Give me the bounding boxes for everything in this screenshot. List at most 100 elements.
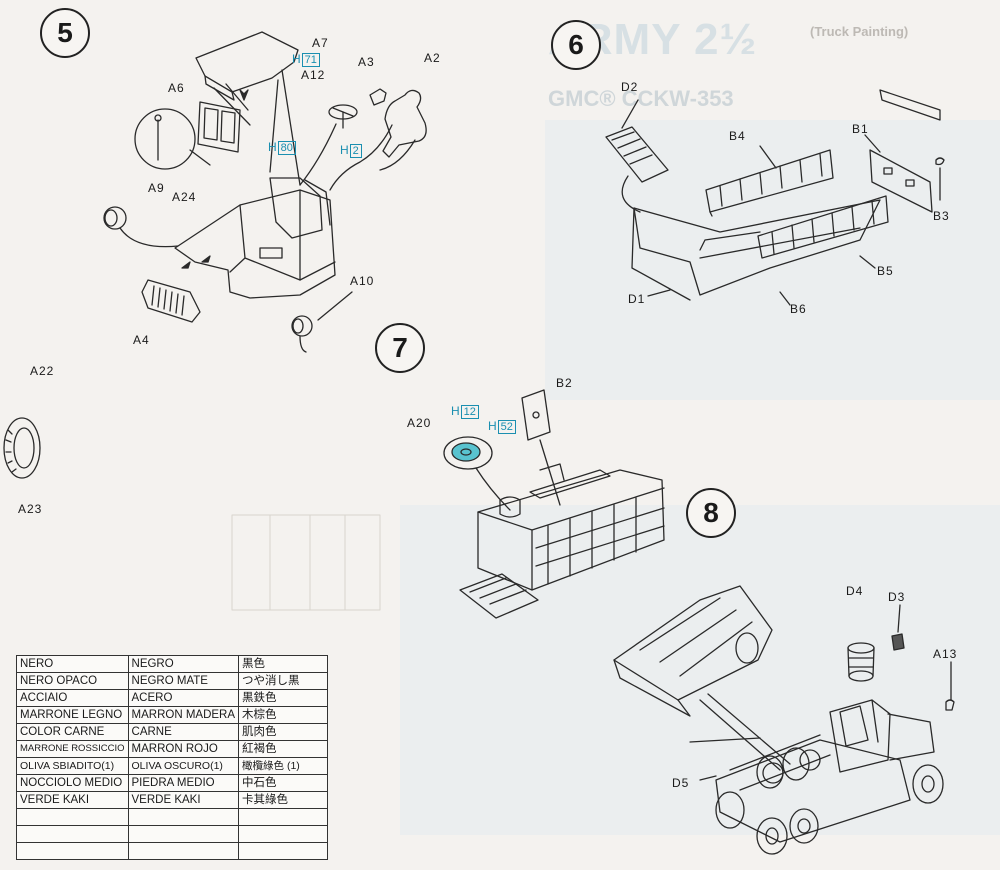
paint-name-spanish: MARRON MADERA xyxy=(127,706,240,724)
part-dump-bed xyxy=(613,585,791,771)
part-truck-chassis xyxy=(689,699,935,843)
paint-name-italian: COLOR CARNE xyxy=(16,723,129,741)
label-a6: A6 xyxy=(168,81,185,95)
label-b1: B1 xyxy=(852,122,869,136)
paint-name-italian: NERO xyxy=(16,655,129,673)
label-a20: A20 xyxy=(407,416,432,430)
part-a22-tire xyxy=(3,417,41,479)
label-b4: B4 xyxy=(729,129,746,143)
paint-table-blank-row xyxy=(16,808,329,826)
paint-name-japanese: つや消し黒 xyxy=(238,672,329,690)
part-b5-rail xyxy=(757,195,889,259)
paint-name-japanese: 卡其綠色 xyxy=(238,791,329,809)
label-a12: A12 xyxy=(301,68,326,82)
paint-name-japanese: 中石色 xyxy=(238,774,329,792)
part-a6-windshield xyxy=(197,101,241,153)
step-5-number: 5 xyxy=(40,8,90,58)
part-a7-roof xyxy=(195,31,299,93)
label-a3: A3 xyxy=(358,55,375,69)
paint-name-japanese: 木棕色 xyxy=(238,706,329,724)
label-a7: A7 xyxy=(312,36,329,50)
part-bed-assembly xyxy=(459,463,665,619)
label-b6: B6 xyxy=(790,302,807,316)
label-a24: A24 xyxy=(172,190,197,204)
step-7-number: 7 xyxy=(375,323,425,373)
bleed-panel xyxy=(545,120,1000,400)
bleed-model: GMC® CCKW-353 xyxy=(548,86,734,111)
paint-name-spanish: CARNE xyxy=(127,723,240,741)
paint-name-italian: VERDE KAKI xyxy=(16,791,129,809)
paint-name-italian: MARRONE LEGNO xyxy=(16,706,129,724)
paint-name-italian: ACCIAIO xyxy=(16,689,129,707)
label-d3: D3 xyxy=(888,590,906,604)
paint-name-spanish: NEGRO MATE xyxy=(127,672,240,690)
label-b3: B3 xyxy=(933,209,950,223)
part-b1-tailgate xyxy=(869,149,933,213)
part-d2-panel xyxy=(605,126,669,183)
paint-name-japanese: 肌肉色 xyxy=(238,723,329,741)
label-a2: A2 xyxy=(424,51,441,65)
part-a13 xyxy=(945,699,955,711)
label-a4: A4 xyxy=(133,333,150,347)
part-b3 xyxy=(935,157,945,166)
part-d1-bed xyxy=(631,199,881,301)
paint-name-spanish: ACERO xyxy=(127,689,240,707)
paint-name-japanese: 紅褐色 xyxy=(238,740,329,758)
bleed-note: (Truck Painting) xyxy=(810,24,909,39)
part-b2 xyxy=(521,389,551,441)
paint-table-blank-row xyxy=(16,842,329,860)
step-6-number: 6 xyxy=(551,20,601,70)
part-a24-cab xyxy=(174,177,336,299)
paint-name-italian: OLIVA SBIADITO(1) xyxy=(16,757,129,775)
paint-name-spanish: VERDE KAKI xyxy=(127,791,240,809)
part-b4-rail xyxy=(705,149,834,217)
label-a13: A13 xyxy=(933,647,958,661)
paint-name-spanish: PIEDRA MEDIO xyxy=(127,774,240,792)
part-a3 xyxy=(369,88,387,106)
paint-name-spanish: MARRON ROJO xyxy=(127,740,240,758)
paint-name-italian: NOCCIOLO MEDIO xyxy=(16,774,129,792)
step-8-number: 8 xyxy=(686,488,736,538)
paint-name-japanese: 黒色 xyxy=(238,655,329,673)
paint-table-row: OLIVA SBIADITO(1)OLIVA OSCURO(1)橄欖綠色 (1) xyxy=(16,757,329,775)
part-a10-headlight xyxy=(291,315,313,337)
part-a12-steering xyxy=(328,104,358,129)
part-a4-grille xyxy=(141,279,201,323)
label-b2: B2 xyxy=(556,376,573,390)
part-a9-headlight xyxy=(103,206,127,230)
part-d3 xyxy=(891,633,905,651)
label-b5: B5 xyxy=(877,264,894,278)
truck-wheels xyxy=(715,747,944,855)
label-a23: A23 xyxy=(18,502,43,516)
label-d2: D2 xyxy=(621,80,639,94)
part-d4-drum xyxy=(847,642,875,682)
label-a22: A22 xyxy=(30,364,55,378)
label-d4: D4 xyxy=(846,584,864,598)
paint-table-blank-row xyxy=(16,825,329,843)
label-d1: D1 xyxy=(628,292,646,306)
label-a10: A10 xyxy=(350,274,375,288)
paint-name-spanish: OLIVA OSCURO(1) xyxy=(127,757,240,775)
part-a2-driver xyxy=(382,89,427,158)
part-a20-spare xyxy=(443,436,493,470)
paint-name-italian: MARRONE ROSSICCIO xyxy=(16,740,129,758)
paint-name-spanish: NEGRO xyxy=(127,655,240,673)
paint-name-italian: NERO OPACO xyxy=(16,672,129,690)
label-a9: A9 xyxy=(148,181,165,195)
